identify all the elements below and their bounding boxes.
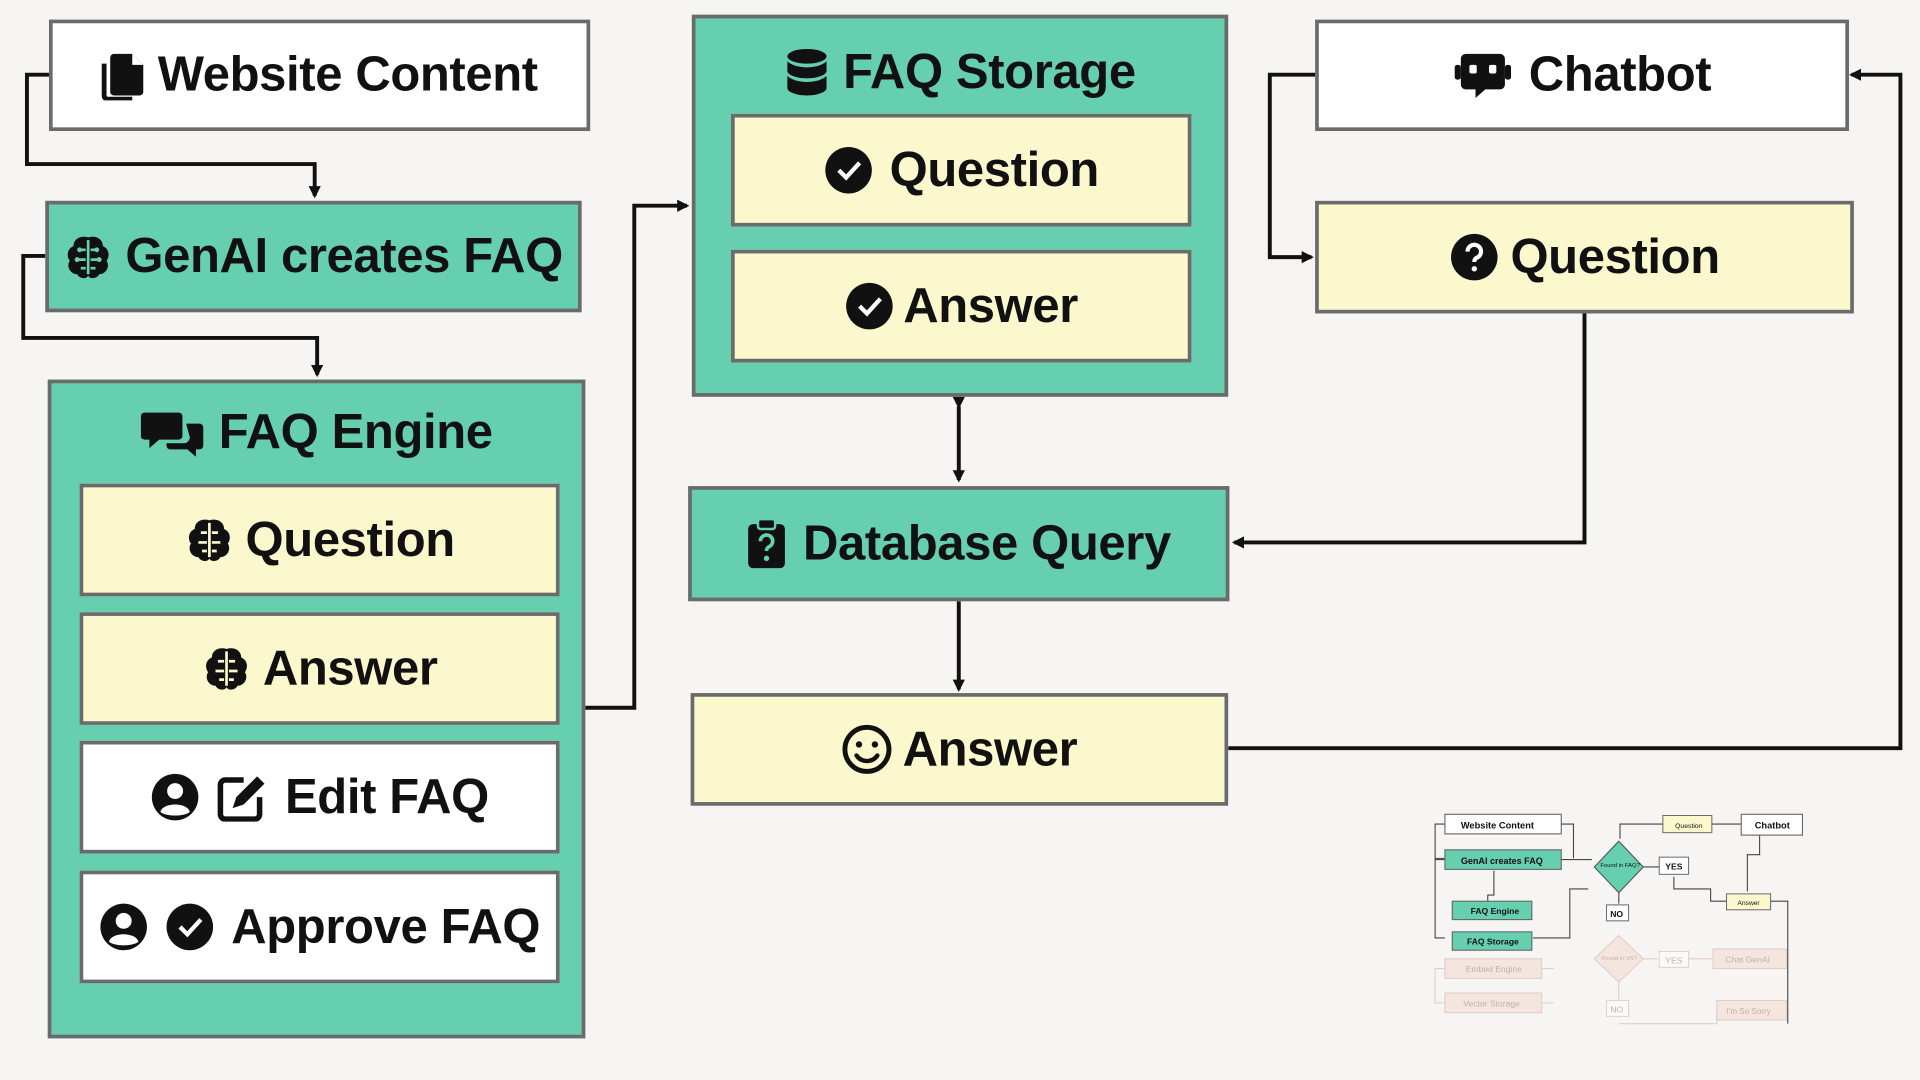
website-content-label: Website Content	[157, 47, 538, 102]
edge-genai-to-engine	[21, 253, 324, 378]
smile-icon	[842, 724, 892, 774]
thumb-faq-engine	[1451, 900, 1533, 921]
edge-answer-to-chatbot	[1228, 68, 1903, 751]
thumb-faq-storage-text: FAQ Storage	[1467, 937, 1519, 947]
edge-chatbot-to-question	[1267, 72, 1317, 264]
database-query-node: Database Query	[688, 486, 1230, 602]
faq-storage-question-label: Question	[889, 142, 1100, 197]
thumb-no-badge	[1606, 904, 1630, 922]
faq-engine-title: FAQ Engine	[218, 405, 493, 460]
thumb-im-so-sorry	[1716, 999, 1788, 1021]
thumb-faq-engine-text: FAQ Engine	[1471, 906, 1520, 916]
brain-icon	[68, 236, 110, 278]
edge-website-to-genai	[24, 72, 321, 199]
thumb-genai	[1444, 849, 1562, 870]
check-circle-icon	[824, 146, 872, 194]
flowchart-thumbnail: Website Content GenAI creates FAQ FAQ En…	[1434, 813, 1804, 1025]
thumb-website-content	[1444, 813, 1562, 835]
check-circle-icon	[166, 903, 213, 951]
comments-icon	[140, 412, 203, 457]
thumb-embed-engine	[1444, 958, 1543, 979]
thumb-answer	[1726, 893, 1772, 911]
clipboard-question-icon	[747, 517, 785, 569]
chatbot-node: Chatbot	[1315, 19, 1849, 132]
brain-icon	[205, 648, 247, 690]
thumb-yes-badge-2	[1658, 950, 1690, 968]
edit-icon	[217, 776, 265, 822]
thumb-chatbot-text: Chatbot	[1755, 820, 1790, 830]
faq-engine-question-node: Question	[79, 483, 560, 597]
thumb-yes-badge	[1658, 856, 1690, 875]
answer-output-label: Answer	[902, 721, 1078, 776]
faq-engine-answer-label: Answer	[262, 641, 438, 695]
thumb-vector-storage	[1444, 992, 1543, 1014]
thumb-question-text: Question	[1675, 823, 1703, 830]
genai-creates-faq-label: GenAI creates FAQ	[125, 228, 563, 283]
edit-faq-label: Edit FAQ	[285, 769, 489, 824]
user-icon	[151, 773, 199, 821]
answer-output-node: Answer	[690, 693, 1229, 806]
thumb-found-in-vs	[1593, 934, 1645, 983]
faq-storage-question-node: Question	[731, 113, 1192, 227]
faq-storage-answer-label: Answer	[903, 278, 1078, 333]
chatbot-question-node: Question	[1315, 200, 1854, 314]
thumb-embed-engine-text: Embed Engine	[1466, 964, 1522, 974]
thumb-yes-text: YES	[1665, 861, 1682, 871]
faq-engine-answer-node: Answer	[79, 612, 560, 725]
question-circle-icon	[1450, 233, 1497, 281]
documents-icon	[101, 53, 144, 100]
database-query-label: Database Query	[803, 516, 1171, 571]
edit-faq-node: Edit FAQ	[79, 740, 560, 854]
robot-icon	[1454, 53, 1511, 98]
thumb-chatbot	[1740, 813, 1804, 836]
approve-faq-label: Approve FAQ	[231, 899, 541, 954]
user-icon	[100, 903, 147, 951]
thumb-answer-text: Answer	[1738, 900, 1761, 907]
thumb-no-badge-2	[1606, 999, 1630, 1017]
thumb-genai-text: GenAI creates FAQ	[1461, 856, 1543, 866]
chatbot-question-label: Question	[1510, 229, 1720, 284]
genai-creates-faq-node: GenAI creates FAQ	[45, 200, 582, 313]
thumb-found-in-faq-text: Found in FAQ?	[1600, 863, 1640, 869]
approve-faq-node: Approve FAQ	[79, 870, 560, 984]
thumb-found-in-vs-text: Found in VS?	[1602, 956, 1638, 962]
thumb-chat-genai-text: Chat GenAI	[1725, 954, 1770, 964]
thumb-found-in-faq	[1593, 840, 1645, 894]
thumb-yes-text-2: YES	[1665, 956, 1682, 966]
thumb-no-text: NO	[1610, 909, 1623, 919]
chatbot-label: Chatbot	[1528, 47, 1712, 102]
thumb-faq-storage	[1451, 931, 1533, 951]
faq-storage-title: FAQ Storage	[843, 45, 1136, 100]
website-content-node: Website Content	[48, 19, 591, 132]
faq-storage-answer-node: Answer	[731, 249, 1192, 363]
thumb-im-so-sorry-text: I'm So Sorry	[1727, 1007, 1772, 1016]
edge-question-to-query	[1231, 313, 1587, 549]
faq-engine-question-label: Question	[245, 512, 456, 567]
thumb-vector-storage-text: Vector Storage	[1463, 999, 1520, 1009]
brain-icon	[188, 519, 230, 561]
check-circle-icon	[845, 282, 893, 330]
thumb-website-content-text: Website Content	[1461, 820, 1534, 830]
thumb-chat-genai	[1712, 948, 1788, 970]
thumb-question	[1662, 815, 1713, 834]
edge-engine-to-storage	[585, 199, 690, 710]
database-icon	[786, 48, 826, 95]
thumb-no-text-2: NO	[1610, 1005, 1623, 1015]
